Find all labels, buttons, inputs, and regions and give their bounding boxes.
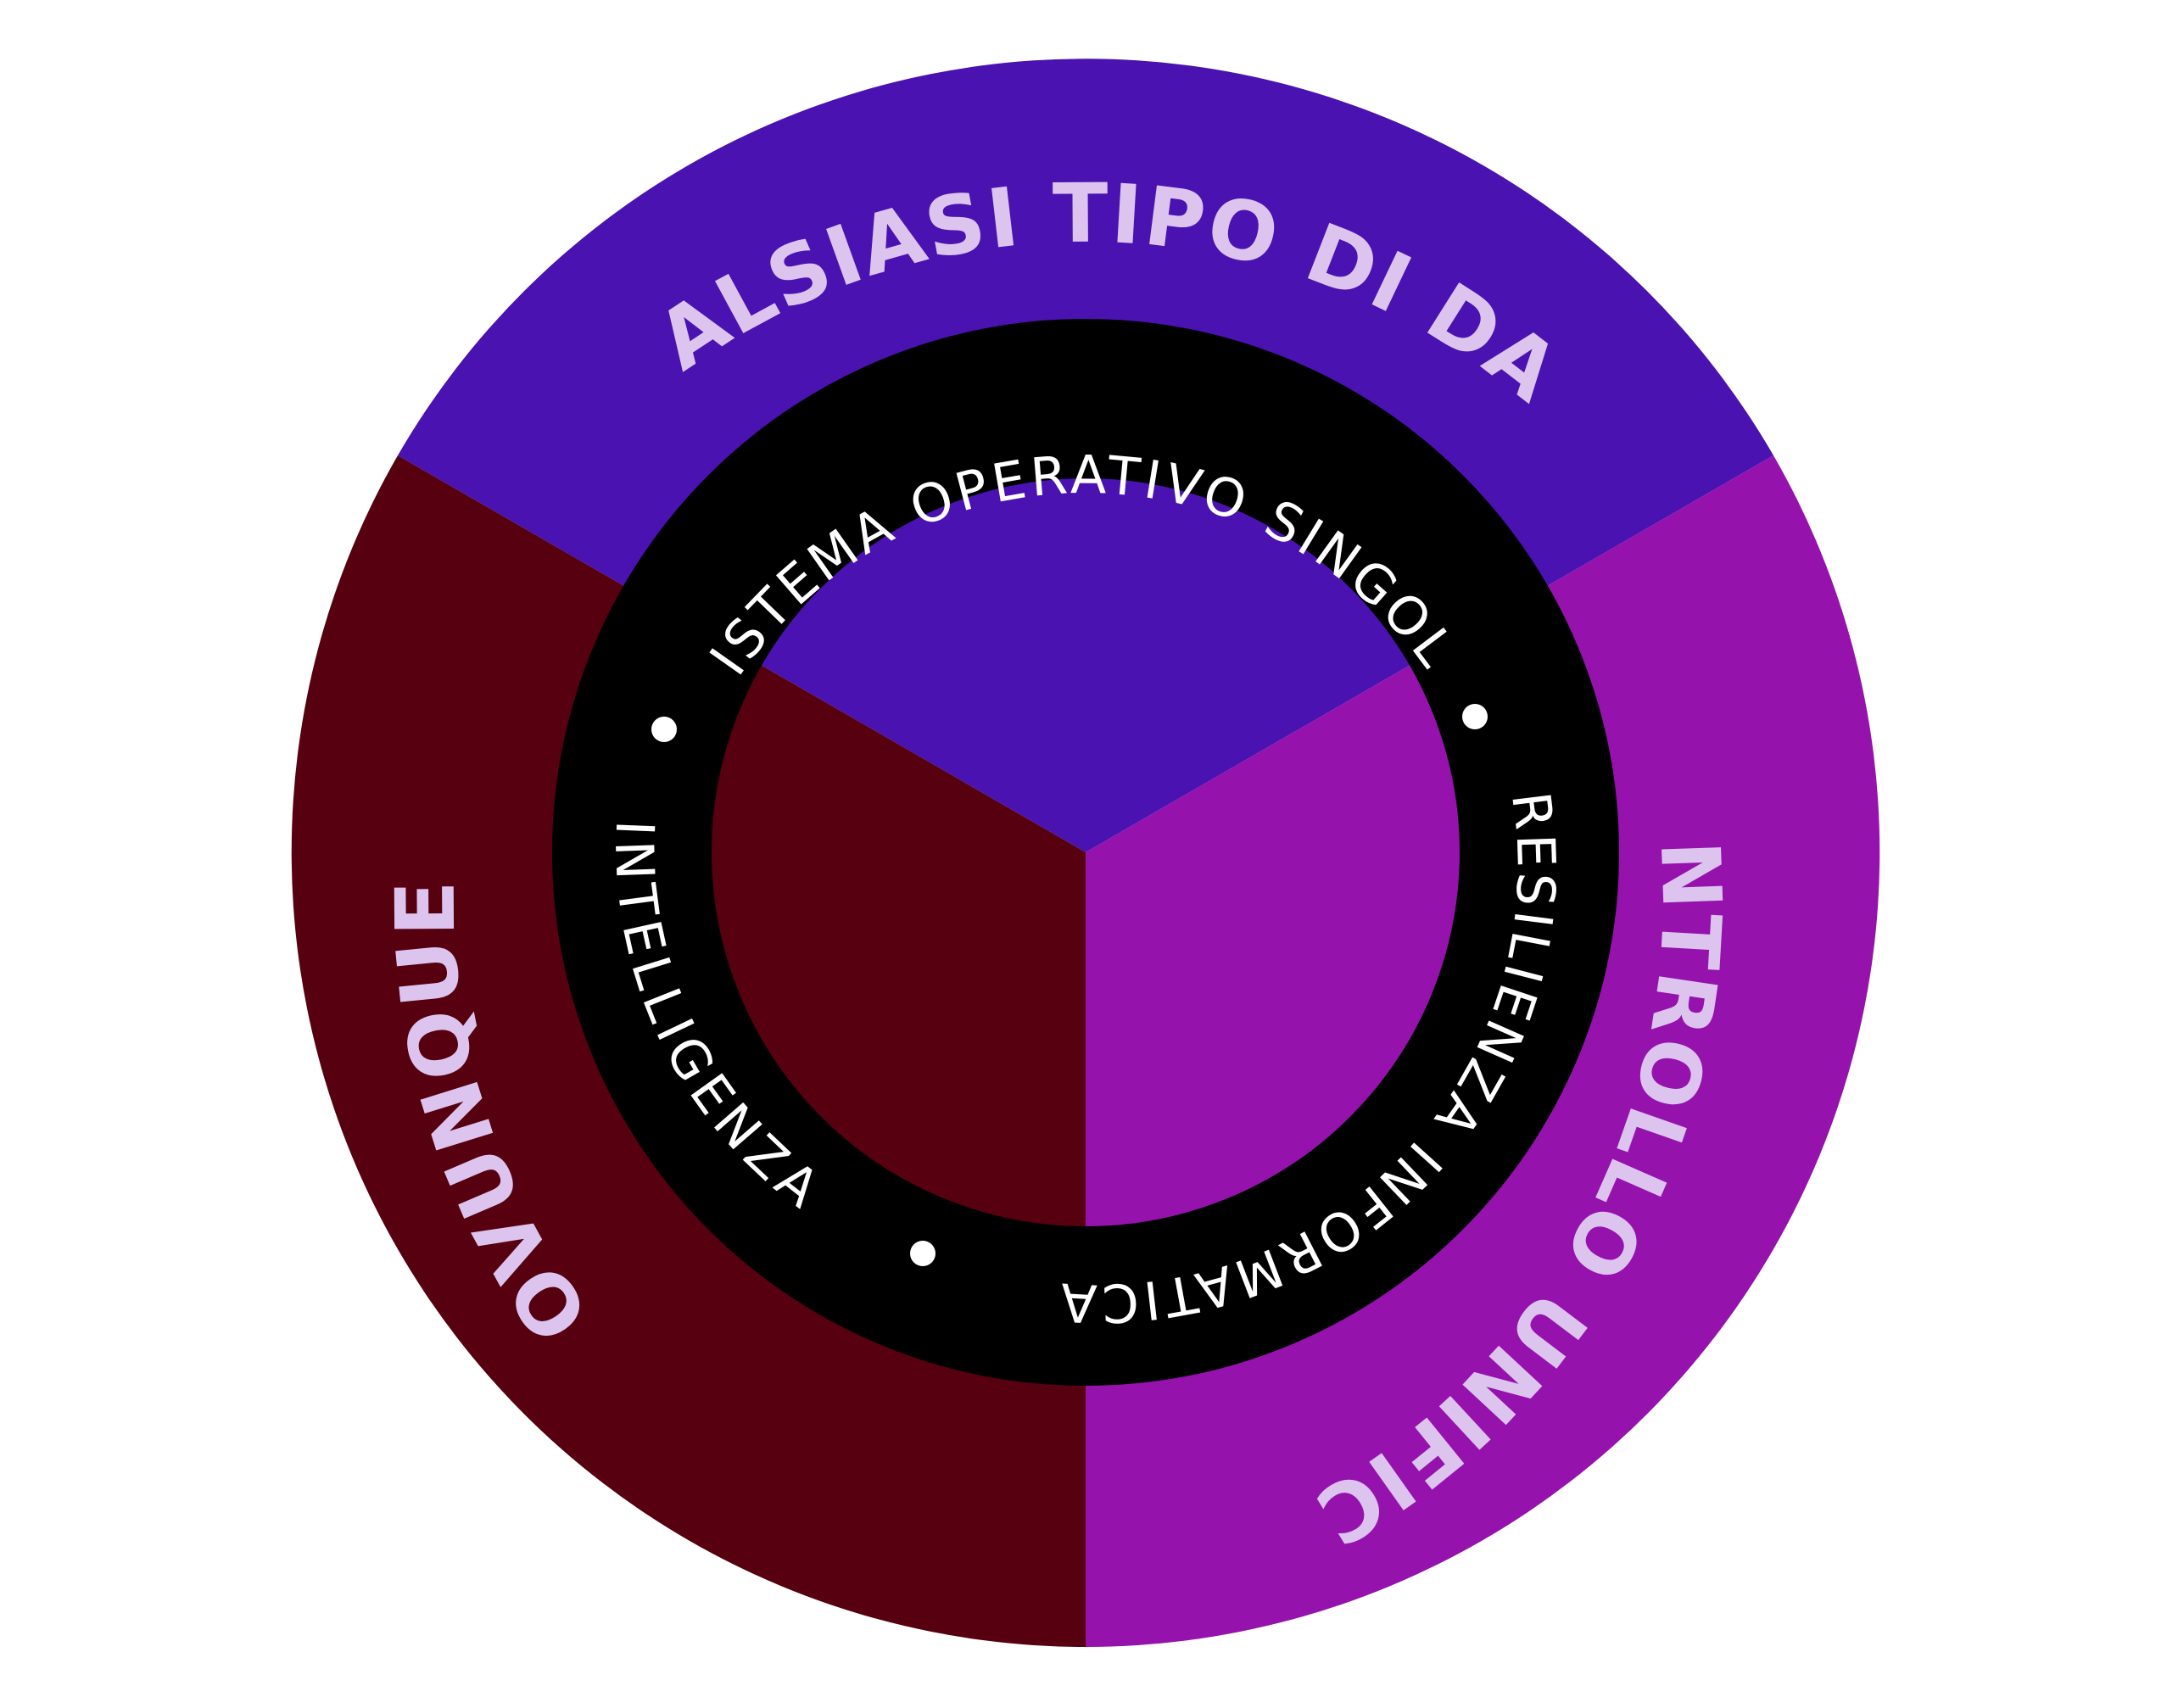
ring-dot-right: [1462, 704, 1488, 729]
ring-dot-left: [651, 717, 677, 742]
ring-dot-bottom: [910, 1241, 935, 1266]
ring: [552, 319, 1619, 1386]
